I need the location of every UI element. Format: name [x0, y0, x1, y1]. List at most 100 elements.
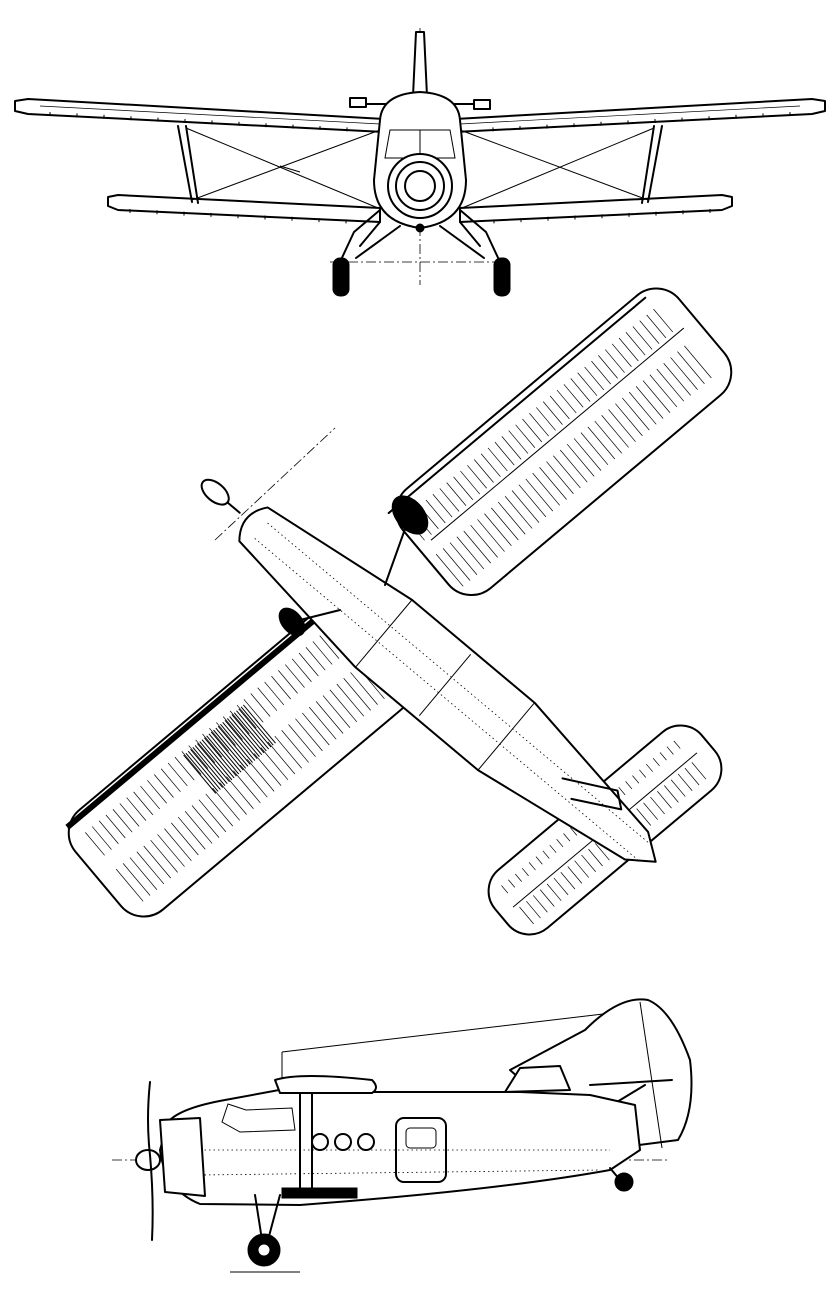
front-view	[14, 28, 826, 297]
wing-rib	[604, 349, 625, 373]
wing-rib	[663, 785, 679, 803]
wing-rib	[639, 769, 647, 778]
front-engine-cowling	[387, 153, 453, 219]
wing-rib	[171, 822, 199, 856]
wing-rib	[587, 426, 616, 460]
top-wing-right	[387, 287, 733, 597]
wing-rib	[226, 776, 254, 809]
lower-wing-ticks	[129, 209, 711, 224]
front-wheel-right	[493, 257, 511, 297]
wing-rib	[164, 828, 192, 862]
wing-rib	[601, 415, 629, 448]
wing-rib	[271, 675, 292, 700]
wing-rib	[281, 730, 309, 763]
wing-rib	[549, 844, 557, 853]
wing-rib	[147, 780, 167, 804]
wing-rib	[264, 681, 285, 706]
wing-rib	[646, 314, 667, 339]
wing-rib	[670, 779, 686, 797]
front-oil-cooler	[415, 223, 425, 233]
flap-hatch-line	[183, 754, 217, 794]
wing-rib	[549, 395, 570, 420]
wing-rib	[598, 355, 618, 379]
flap-hatch-line	[238, 708, 272, 748]
wing-rib	[659, 752, 667, 761]
wing-rib	[501, 436, 522, 460]
wing-rib	[625, 332, 646, 356]
wing-rib	[546, 461, 574, 494]
flap-hatch-line	[206, 735, 240, 775]
flap-hatch-line	[208, 733, 242, 773]
top-wing-right-leading-edge	[387, 296, 647, 515]
wing-rib	[553, 877, 569, 896]
top-centerline-forward	[214, 427, 336, 541]
wing-rib	[656, 368, 685, 402]
wing-rib	[291, 658, 312, 683]
wing-rib	[153, 774, 174, 798]
wing-rib	[560, 449, 588, 483]
wing-rib	[546, 883, 562, 901]
wing-rib	[535, 856, 543, 865]
wing-rib	[188, 745, 209, 769]
side-upper-wing	[274, 1075, 377, 1094]
wing-rib	[350, 672, 378, 705]
flap-hatch-line	[192, 747, 226, 786]
wing-rib	[560, 872, 576, 890]
wing-rib	[222, 716, 243, 740]
top-fin-planform	[561, 777, 623, 811]
wing-rib	[191, 805, 220, 838]
wing-rib	[652, 758, 660, 767]
side-main-wheel-hub	[257, 1243, 271, 1257]
flap-hatch-line	[203, 737, 237, 777]
wing-rib	[573, 438, 602, 471]
flap-hatch-line	[233, 712, 267, 752]
wing-rib	[684, 767, 700, 786]
bracing-wires-right	[459, 127, 655, 209]
wing-rib	[532, 472, 560, 506]
top-wing-right-outline	[395, 287, 733, 597]
wing-rib	[553, 455, 581, 489]
wing-rib	[212, 787, 240, 821]
wing-rib	[343, 677, 371, 711]
wing-rib	[673, 740, 681, 749]
wing-rib	[453, 476, 474, 501]
wing-rib	[219, 782, 247, 815]
side-interplane-strut	[299, 1092, 313, 1191]
wing-rib	[670, 357, 698, 390]
flap-hatch-line	[217, 725, 251, 765]
front-undercarriage-right	[439, 209, 501, 263]
wing-rib	[257, 687, 278, 711]
wing-rib	[233, 770, 261, 804]
wing-rib	[635, 386, 664, 419]
lower-wing-left	[107, 194, 381, 223]
side-lower-wing	[281, 1187, 358, 1199]
side-engine-cowling	[159, 1117, 206, 1197]
wing-rib	[477, 519, 505, 552]
flap-hatch-line	[220, 723, 253, 763]
wing-rib	[657, 791, 672, 809]
wing-rib	[570, 827, 578, 836]
wing-rib	[302, 712, 330, 746]
wing-rib	[167, 762, 188, 787]
wing-rib	[542, 850, 550, 859]
side-tailwheel	[614, 1172, 634, 1192]
wing-rib	[577, 372, 598, 396]
wing-rib	[336, 683, 365, 717]
side-spinner	[135, 1149, 161, 1171]
side-dorsal-fairing	[504, 1065, 571, 1093]
wing-rib	[508, 879, 516, 888]
upper-wing-left	[14, 98, 386, 133]
wing-rib	[119, 803, 140, 827]
wing-rib	[618, 786, 626, 796]
wing-rib	[522, 418, 543, 443]
wing-rib	[442, 548, 471, 581]
top-fuselage-frame-3	[477, 702, 535, 771]
side-aerial	[281, 1011, 621, 1080]
wing-rib	[157, 834, 185, 867]
wing-rib	[174, 756, 195, 781]
wing-rib	[643, 802, 658, 820]
lower-wing-right	[459, 194, 733, 223]
wing-rib	[460, 470, 481, 495]
wing-rib	[608, 409, 636, 442]
